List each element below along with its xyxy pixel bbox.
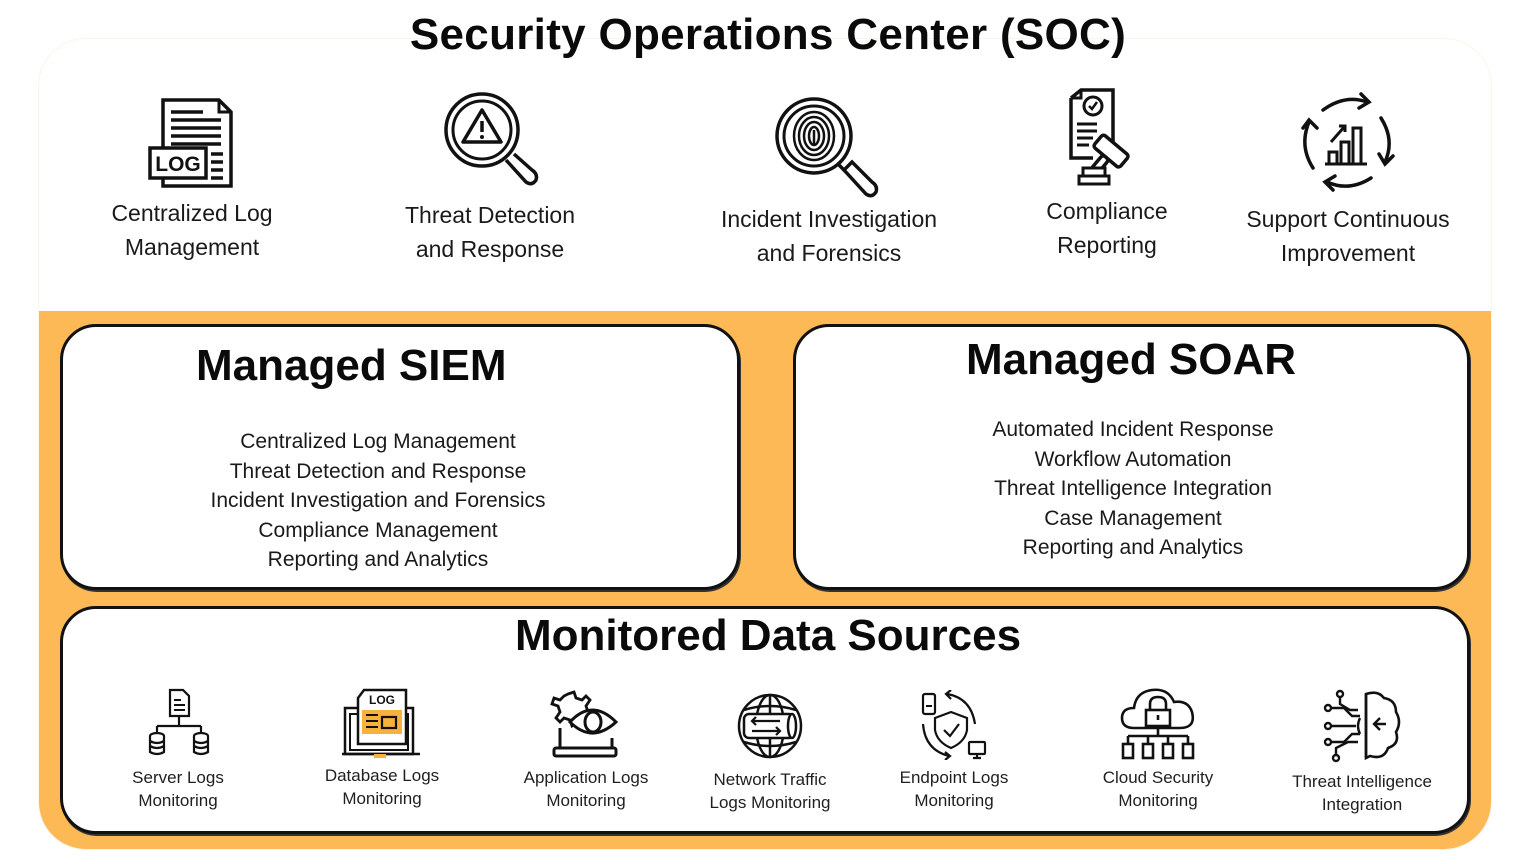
siem-title: Managed SIEM <box>196 341 507 390</box>
log-document-icon: LOG <box>148 98 233 188</box>
source-label-line1: Application Logs <box>523 768 649 787</box>
source-label-line2: Monitoring <box>914 791 994 810</box>
source-cloud-security: Cloud Security Monitoring <box>1068 684 1248 812</box>
source-label-line2: Monitoring <box>342 789 422 808</box>
siem-item: Centralized Log Management <box>240 430 516 453</box>
source-label-line1: Cloud Security <box>1102 768 1214 787</box>
source-label-line2: Monitoring <box>1118 791 1198 810</box>
feature-label-line1: Threat Detection <box>404 202 576 228</box>
source-label-line1: Endpoint Logs <box>899 768 1009 787</box>
svg-text:LOG: LOG <box>369 693 395 707</box>
soar-item: Automated Incident Response <box>992 418 1274 441</box>
soar-item: Reporting and Analytics <box>1022 536 1244 560</box>
threat-magnifier-icon <box>444 92 539 186</box>
database-logs-icon: LOG <box>342 688 420 758</box>
siem-item: Reporting and Analytics <box>267 548 489 572</box>
source-server-logs: Server Logs Monitoring <box>88 688 268 812</box>
source-label-line2: Monitoring <box>546 791 626 810</box>
soc-feature-incident-investigation: Incident Investigation and Forensics <box>694 94 964 270</box>
soar-item: Threat Intelligence Integration <box>994 477 1272 501</box>
soar-feature-list: Automated Incident Response Workflow Aut… <box>796 415 1470 563</box>
application-logs-icon <box>550 690 619 758</box>
network-traffic-icon <box>737 693 803 759</box>
managed-siem-card: Managed SIEM Centralized Log Management … <box>60 324 740 590</box>
continuous-improvement-icon <box>1301 92 1395 192</box>
source-threat-intelligence: Threat Intelligence Integration <box>1272 688 1452 816</box>
source-application-logs: Application Logs Monitoring <box>496 688 676 812</box>
compliance-gavel-icon <box>1069 88 1130 186</box>
feature-label-line2: Improvement <box>1280 240 1416 266</box>
source-database-logs: LOG Database Logs Monitoring <box>292 688 472 810</box>
source-label-line2: Monitoring <box>138 791 218 810</box>
source-label-line1: Threat Intelligence <box>1292 772 1432 791</box>
siem-item: Threat Detection and Response <box>229 459 527 483</box>
siem-feature-list: Centralized Log Management Threat Detect… <box>63 427 693 575</box>
soc-feature-compliance-reporting: Compliance Reporting <box>1022 88 1192 262</box>
soc-features-area <box>39 39 1491 311</box>
feature-label-line2: Reporting <box>1057 232 1157 258</box>
feature-label-line1: Compliance <box>1046 198 1168 224</box>
siem-item: Incident Investigation and Forensics <box>210 489 546 513</box>
source-label-line2: Logs Monitoring <box>709 793 831 812</box>
source-label-line1: Database Logs <box>324 766 440 785</box>
soc-feature-threat-detection: Threat Detection and Response <box>380 90 600 266</box>
source-label-line2: Integration <box>1321 795 1403 814</box>
fingerprint-magnifier-icon <box>775 97 879 198</box>
soc-feature-continuous-improvement: Support Continuous Improvement <box>1222 88 1474 270</box>
feature-label-line2: and Forensics <box>756 240 902 266</box>
soar-title: Managed SOAR <box>966 335 1297 384</box>
svg-text:LOG: LOG <box>155 153 201 176</box>
server-logs-icon <box>148 688 210 756</box>
soar-item: Case Management <box>1044 506 1222 530</box>
soar-item: Workflow Automation <box>1034 447 1232 471</box>
siem-item: Compliance Management <box>258 518 498 542</box>
source-endpoint-logs: Endpoint Logs Monitoring <box>864 690 1044 812</box>
endpoint-logs-icon <box>921 690 987 760</box>
soc-feature-centralized-log: LOG Centralized Log Management <box>92 96 292 264</box>
managed-soar-card: Managed SOAR Automated Incident Response… <box>793 324 1470 590</box>
data-sources-title: Monitored Data Sources <box>514 611 1022 660</box>
page-title: Security Operations Center (SOC) <box>409 10 1127 59</box>
feature-label-line1: Centralized Log <box>111 200 273 226</box>
feature-label-line1: Incident Investigation <box>720 206 938 232</box>
cloud-security-icon <box>1120 688 1195 760</box>
feature-label-line1: Support Continuous <box>1246 206 1450 232</box>
threat-intelligence-icon <box>1323 689 1401 763</box>
feature-label-line2: and Response <box>415 236 565 262</box>
source-label-line1: Server Logs <box>132 768 224 787</box>
source-label-line1: Network Traffic <box>713 770 827 789</box>
source-network-traffic: Network Traffic Logs Monitoring <box>680 692 860 814</box>
feature-label-line2: Management <box>124 234 260 260</box>
